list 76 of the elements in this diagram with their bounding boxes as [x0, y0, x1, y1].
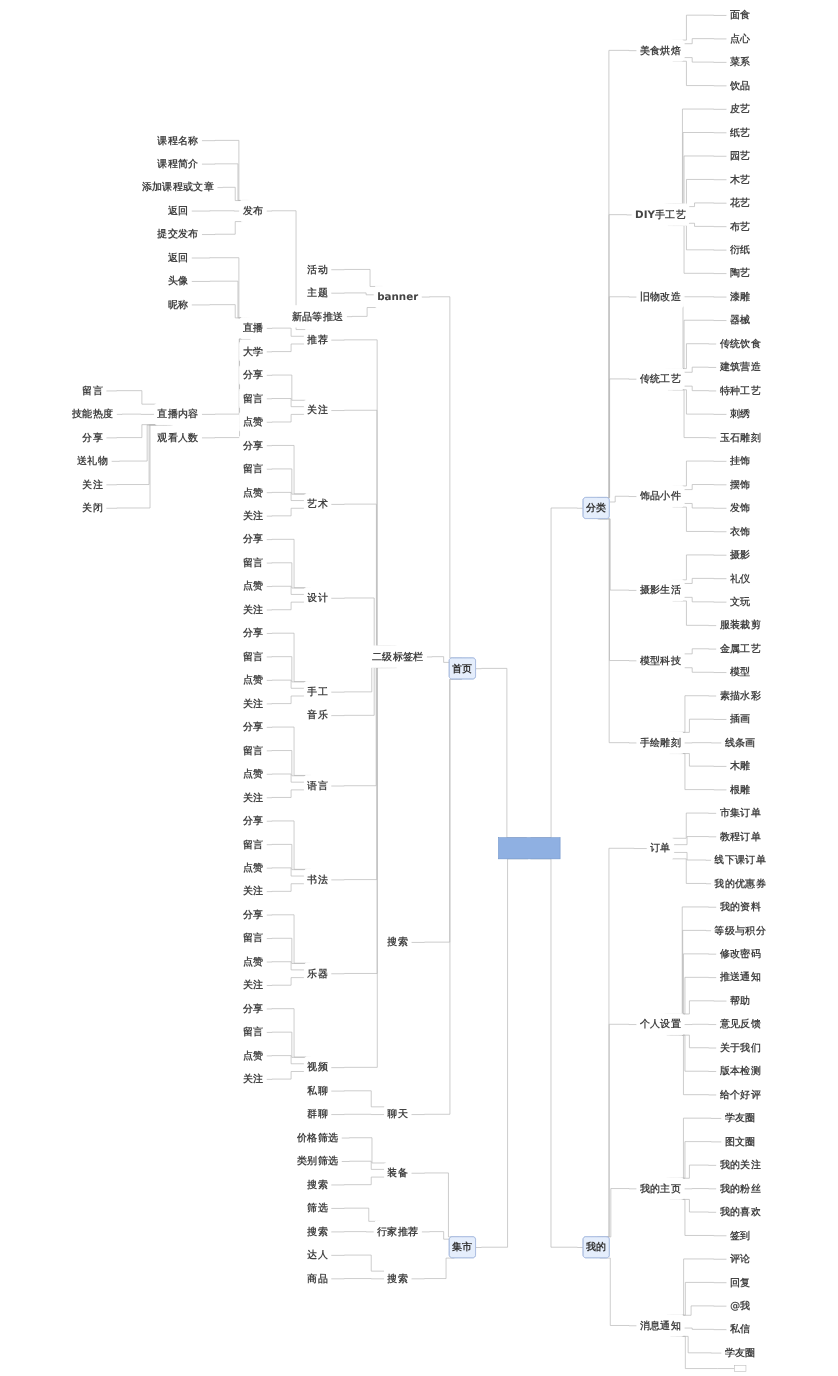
connector	[266, 585, 306, 595]
connector	[266, 789, 306, 799]
connector	[266, 977, 306, 986]
connector	[673, 836, 718, 845]
connector	[266, 374, 307, 401]
connector	[683, 38, 728, 45]
node-box	[734, 1365, 747, 1372]
connector	[266, 601, 306, 611]
connector	[266, 937, 307, 964]
connector	[683, 597, 728, 603]
connector	[266, 844, 307, 870]
connector	[681, 1305, 728, 1316]
connector	[266, 562, 307, 589]
connector	[266, 1071, 306, 1080]
connector	[330, 1176, 386, 1186]
connector	[673, 852, 713, 861]
connector	[683, 1327, 728, 1330]
connector	[266, 961, 306, 971]
connector	[609, 495, 638, 503]
connector	[340, 1160, 386, 1170]
connector	[426, 656, 450, 663]
connector	[683, 385, 718, 392]
connector	[266, 820, 311, 870]
connector	[330, 1113, 386, 1115]
connector	[216, 186, 243, 201]
connector	[683, 57, 728, 63]
connector	[330, 1090, 386, 1108]
connector	[683, 667, 728, 673]
connector	[678, 718, 728, 733]
connector	[266, 492, 306, 501]
connector	[683, 1188, 718, 1190]
connector	[683, 648, 718, 655]
connector	[266, 914, 311, 964]
connector	[678, 1164, 718, 1179]
connector	[266, 750, 307, 777]
connector	[683, 578, 728, 584]
connector	[266, 1055, 306, 1065]
connector	[266, 327, 306, 337]
connector	[191, 210, 241, 212]
connector	[266, 1031, 307, 1058]
connector	[683, 1023, 718, 1025]
connector	[346, 307, 377, 317]
connector	[421, 1231, 450, 1240]
connector	[201, 221, 243, 235]
connector	[266, 773, 306, 783]
connector	[266, 414, 306, 423]
connector	[191, 304, 243, 319]
connector	[410, 1257, 455, 1280]
connector	[330, 1207, 381, 1222]
connector	[266, 468, 307, 495]
node-box	[498, 837, 561, 860]
connector	[266, 343, 306, 353]
connector	[678, 1000, 728, 1015]
connector	[683, 366, 718, 373]
connector	[688, 222, 728, 227]
connector	[266, 1008, 311, 1058]
connector	[266, 883, 306, 892]
connector	[683, 742, 723, 744]
connector	[116, 413, 156, 415]
connector	[330, 1231, 375, 1233]
connector	[683, 484, 728, 490]
connector	[266, 695, 306, 705]
connector	[105, 390, 157, 405]
connector	[330, 1254, 386, 1272]
connector	[266, 867, 306, 877]
connector	[330, 292, 375, 296]
connector	[672, 858, 713, 885]
connector	[683, 503, 728, 509]
connector	[340, 1137, 387, 1164]
connector	[266, 679, 306, 689]
connector	[330, 1278, 386, 1280]
connector	[266, 507, 306, 517]
connector	[688, 202, 728, 207]
connector	[266, 656, 307, 683]
connector	[672, 812, 718, 839]
connector	[266, 398, 306, 408]
